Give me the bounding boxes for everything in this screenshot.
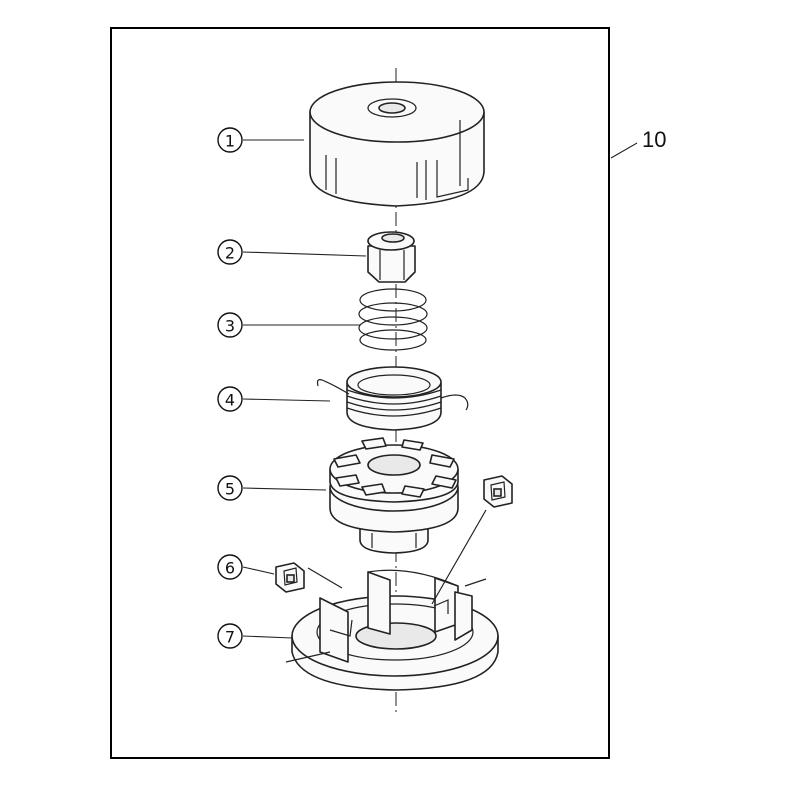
part-4-spool-line xyxy=(316,366,469,431)
diagram-frame xyxy=(110,27,610,759)
svg-text:2: 2 xyxy=(225,244,235,263)
callout-2: 2 xyxy=(217,239,243,265)
leader-line-2 xyxy=(242,251,367,257)
callout-5: 5 xyxy=(217,475,243,501)
svg-text:5: 5 xyxy=(225,480,235,499)
part-7-base xyxy=(285,509,499,691)
svg-text:3: 3 xyxy=(225,317,235,336)
svg-text:6: 6 xyxy=(225,559,235,578)
callout-7: 7 xyxy=(217,623,243,649)
callout-6: 6 xyxy=(217,554,243,580)
leader-line-5 xyxy=(242,487,327,491)
svg-text:4: 4 xyxy=(225,391,235,410)
part-5-spool-hub xyxy=(329,437,459,554)
leader-line-4 xyxy=(242,398,331,402)
assembly-leader-line xyxy=(610,142,638,159)
leader-line-7 xyxy=(242,635,293,639)
part-6-clip-right xyxy=(483,475,513,508)
callout-3: 3 xyxy=(217,312,243,338)
part-6-clip-left xyxy=(275,562,305,593)
leader-line-6 xyxy=(242,566,275,575)
svg-text:7: 7 xyxy=(225,628,235,647)
svg-text:1: 1 xyxy=(225,132,235,151)
part-2-nut xyxy=(367,231,416,283)
part-1-cap xyxy=(309,81,485,207)
callout-4: 4 xyxy=(217,386,243,412)
assembly-number: 10 xyxy=(642,127,666,152)
callout-1: 1 xyxy=(217,127,243,153)
part-3-spring xyxy=(358,288,428,351)
